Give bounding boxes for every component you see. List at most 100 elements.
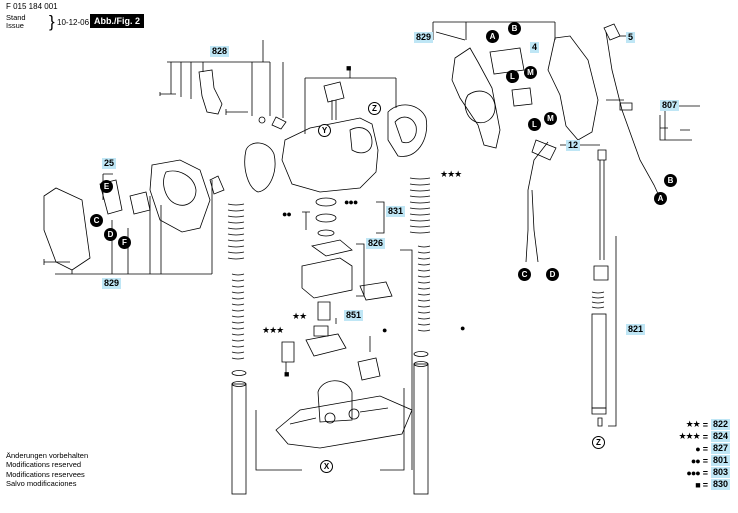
legend-equals: = bbox=[702, 431, 708, 442]
handle-right bbox=[547, 35, 599, 141]
part-label-807: 807 bbox=[660, 100, 680, 111]
callout-e: E bbox=[100, 180, 113, 193]
note-fr: Modifications reservees bbox=[6, 469, 85, 479]
callout-a-cable: A bbox=[654, 192, 667, 205]
mark-stars2-mid: ★★ bbox=[292, 311, 307, 321]
mark-dots2-left: ●● bbox=[282, 209, 292, 219]
legend-equals: = bbox=[702, 443, 708, 454]
spring-left-upper bbox=[227, 203, 245, 260]
spring-left-lower bbox=[231, 273, 245, 360]
issue-label: Issue bbox=[6, 21, 24, 31]
spring-right-lower bbox=[417, 245, 431, 332]
rod-821 bbox=[597, 149, 607, 260]
callout-d-cable: D bbox=[546, 268, 559, 281]
legend-code: 827 bbox=[710, 443, 730, 454]
part-label-828: 828 bbox=[210, 46, 230, 57]
legend-row-801: ●● = 801 bbox=[620, 455, 730, 466]
part-label-4: 4 bbox=[530, 42, 540, 53]
modification-notes: Änderungen vorbehalten Modifications res… bbox=[6, 451, 88, 489]
part-label-829-bottom: 829 bbox=[102, 278, 122, 289]
spring-right-upper bbox=[409, 177, 431, 234]
legend-symbol: ★★ bbox=[685, 419, 701, 429]
stand-label: Stand bbox=[6, 13, 26, 22]
screw-828 bbox=[159, 92, 176, 96]
part-label-12: 12 bbox=[566, 140, 581, 151]
mark-dot-right: ● bbox=[460, 323, 466, 333]
column-right bbox=[413, 363, 429, 495]
legend-symbol: ●● bbox=[690, 455, 701, 466]
motor-housing bbox=[281, 117, 379, 193]
part-label-831: 831 bbox=[386, 206, 406, 217]
legend-symbol: ■ bbox=[695, 479, 701, 490]
part-label-25: 25 bbox=[102, 158, 117, 169]
part-label-851: 851 bbox=[344, 310, 364, 321]
note-en: Modifications reserved bbox=[6, 460, 82, 470]
legend-row-824: ★★★ = 824 bbox=[620, 431, 730, 442]
legend-code: 801 bbox=[710, 455, 730, 466]
legend-row-830: ■ = 830 bbox=[620, 479, 730, 490]
legend-row-803: ●●● = 803 bbox=[620, 467, 730, 478]
stop-851 bbox=[313, 301, 331, 337]
callout-d-left: D bbox=[104, 228, 117, 241]
callout-f: F bbox=[118, 236, 131, 249]
note-es: Salvo modificaciones bbox=[6, 479, 77, 489]
callout-a-top: A bbox=[486, 30, 499, 43]
callout-c-cable: C bbox=[518, 268, 531, 281]
base-plate bbox=[275, 395, 413, 449]
issue-date: 10-12-06 bbox=[57, 18, 90, 27]
callout-z-bottom: Z bbox=[592, 436, 605, 449]
legend-symbol: ★★★ bbox=[678, 431, 700, 441]
mark-stars3-left: ★★★ bbox=[262, 325, 284, 335]
cable-807 bbox=[606, 99, 692, 141]
legend-row-827: ● = 827 bbox=[620, 443, 730, 454]
front-cap bbox=[244, 142, 276, 193]
bracket-829-top bbox=[432, 21, 556, 40]
part-label-5: 5 bbox=[626, 32, 636, 43]
legend-equals: = bbox=[702, 419, 708, 430]
doc-number: F 015 184 001 bbox=[6, 2, 58, 11]
stand-issue-label: Stand Issue bbox=[6, 13, 26, 31]
callout-b-top: B bbox=[508, 22, 521, 35]
legend-code: 803 bbox=[710, 467, 730, 478]
legend-equals: = bbox=[702, 467, 708, 478]
callout-m-cable: M bbox=[544, 112, 557, 125]
callout-l-top: L bbox=[506, 70, 519, 83]
mark-dots3-mid: ●●● bbox=[344, 197, 358, 207]
callout-c-left: C bbox=[90, 214, 103, 227]
brace-symbol: } bbox=[49, 12, 55, 31]
side-plate bbox=[43, 187, 91, 271]
legend-code: 830 bbox=[710, 479, 730, 490]
callout-l-cable: L bbox=[528, 118, 541, 131]
column-left bbox=[231, 383, 247, 495]
pin-828 bbox=[225, 109, 248, 115]
washer-831-1 bbox=[315, 197, 337, 207]
part-label-829-top: 829 bbox=[414, 32, 434, 43]
top-cover bbox=[387, 104, 428, 157]
legend-symbol: ● bbox=[695, 443, 701, 454]
power-cable bbox=[605, 31, 661, 199]
bracket-829-bottom bbox=[55, 180, 213, 275]
lever-part bbox=[198, 69, 223, 115]
legend-row-822: ★★ = 822 bbox=[620, 419, 730, 430]
bracket-square-top bbox=[304, 77, 397, 134]
part-label-821: 821 bbox=[626, 324, 646, 335]
cable-12 bbox=[525, 141, 549, 263]
callout-x: X bbox=[320, 460, 333, 473]
callout-b-cable: B bbox=[664, 174, 677, 187]
mark-dot-mid: ● bbox=[382, 325, 388, 335]
legend-code: 824 bbox=[710, 431, 730, 442]
switch-housing bbox=[464, 90, 496, 124]
callout-m-top: M bbox=[524, 66, 537, 79]
screw-lower bbox=[43, 259, 70, 265]
tube-821 bbox=[591, 313, 607, 409]
mark-square-top: ■ bbox=[346, 63, 352, 73]
part-label-826: 826 bbox=[366, 238, 386, 249]
bracket-828 bbox=[167, 61, 284, 118]
legend-code: 822 bbox=[710, 419, 730, 430]
legend-symbol: ●●● bbox=[686, 467, 700, 478]
figure-label: Abb./Fig. 2 bbox=[90, 14, 144, 28]
callout-z-top: Z bbox=[368, 102, 381, 115]
note-de: Änderungen vorbehalten bbox=[6, 451, 89, 460]
